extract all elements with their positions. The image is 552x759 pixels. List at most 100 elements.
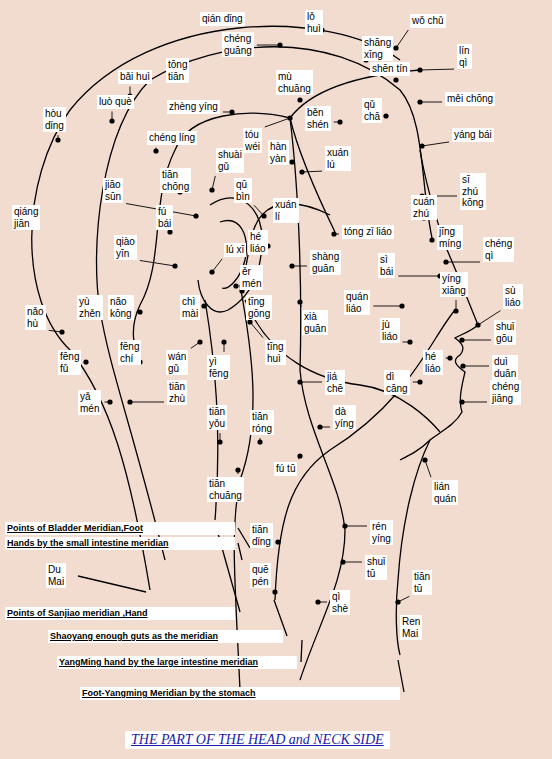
acupoint-dot: [393, 77, 398, 82]
acupoint-dot: [459, 399, 464, 404]
point-name: Ren Mai: [402, 616, 420, 639]
acupoint-dot: [55, 137, 60, 142]
point-label: tiān róng: [250, 410, 274, 435]
acupoint-dot: [83, 359, 88, 364]
point-label: tīng huì: [265, 340, 286, 365]
point-name: qǔ chā: [364, 99, 380, 122]
point-label: yù zhěn: [77, 295, 103, 320]
leader-line: [345, 562, 362, 563]
bladder-meridian: [97, 47, 432, 560]
point-name: shēn tín: [372, 63, 408, 75]
leader-line: [223, 112, 230, 113]
leader-line: [251, 324, 263, 338]
leader-line: [212, 176, 215, 188]
point-name: tīng gōng: [248, 296, 270, 319]
point-name: fēng chí: [120, 341, 139, 364]
point-label: fú bái: [156, 205, 173, 230]
point-label: shuài gǔ: [216, 148, 244, 173]
point-label: lǒ huì: [305, 10, 323, 35]
acupoint-dot: [289, 159, 294, 164]
point-name: dà yíng: [335, 406, 354, 429]
leader-line: [213, 259, 222, 271]
meridian-label: Shaoyang enough guts as the meridian: [48, 630, 283, 643]
point-name: shuǐ tū: [367, 556, 385, 579]
leader-line: [464, 340, 491, 341]
point-label: Ren Mai: [400, 615, 422, 640]
point-label: dì cāng: [384, 370, 410, 395]
point-name: tiān chuāng: [209, 478, 242, 501]
acupoint-dot: [417, 67, 422, 72]
point-label: tiān yǒu: [207, 405, 227, 430]
point-label: chéng guāng: [222, 32, 254, 57]
point-name: tiān zhù: [169, 381, 185, 404]
point-label: qián dǐng: [200, 12, 245, 26]
point-name: sì bái: [380, 254, 393, 277]
acupoint-dot: [275, 539, 280, 544]
point-name: bǎi huì: [120, 71, 150, 83]
point-name: tiān tū: [414, 571, 430, 594]
point-label: qū bìn: [234, 178, 252, 203]
point-label: wán gǔ: [166, 350, 188, 375]
acupoint-dot: [137, 309, 142, 314]
point-name: tīng huì: [267, 341, 284, 364]
acupoint-dot: [127, 399, 132, 404]
acupoint-dot: [399, 303, 404, 308]
point-label: běn shén: [305, 106, 331, 131]
acupoint-dot: [383, 113, 388, 118]
point-name: chì mài: [182, 296, 198, 319]
point-label: jīng míng: [437, 225, 463, 250]
point-name: chéng guāng: [224, 33, 252, 56]
leader-line: [465, 366, 489, 367]
leader-line: [294, 266, 307, 267]
point-name: xià guān: [304, 311, 326, 334]
point-label: chéng líng: [147, 131, 197, 145]
point-label: chéng jiāng: [490, 380, 521, 405]
leader-line: [238, 543, 242, 560]
point-label: shuǐ tū: [365, 555, 387, 580]
point-label: yǎ mén: [78, 390, 101, 415]
leader-line: [140, 260, 173, 265]
acupoint-dot: [453, 308, 458, 313]
acupoint-dot: [297, 453, 302, 458]
point-label: shāng xīng: [362, 36, 393, 61]
point-name: nǎo kōng: [110, 296, 132, 319]
point-name: chéng qì: [485, 238, 512, 261]
acupoint-dot: [340, 559, 345, 564]
leader-line: [224, 344, 225, 352]
point-label: qiáng jiān: [12, 205, 40, 230]
point-label: hé liáo: [423, 350, 443, 375]
point-name: duì duān: [494, 356, 516, 379]
point-label: fú tū: [274, 462, 297, 476]
point-name: cuán zhú: [413, 196, 435, 219]
gallbladder-meridian: [133, 113, 290, 362]
acupoint-dot: [153, 148, 158, 153]
point-name: yì fēng: [209, 356, 228, 379]
leader-line: [191, 343, 199, 348]
point-name: xuán lí: [275, 199, 297, 222]
leader-line: [265, 119, 288, 127]
point-name: jiāo sūn: [105, 179, 121, 202]
point-name: quē pén: [252, 564, 269, 587]
leader-line: [132, 402, 164, 403]
point-name: rén yíng: [372, 521, 391, 544]
meridian-label: Points of Sanjiao meridian ,Hand: [5, 607, 235, 620]
acupoint-dot: [209, 187, 214, 192]
point-label: tóu wéi: [243, 128, 262, 153]
acupoint-dot: [299, 169, 304, 174]
point-label: hàn yàn: [268, 140, 289, 165]
point-name: lín qì: [459, 45, 470, 68]
point-label: lú xī: [224, 243, 246, 257]
diagram-title: THE PART OF THE HEAD and NECK SIDE: [125, 731, 390, 749]
acupoint-dot: [331, 231, 336, 236]
acupoint-dot: [209, 269, 214, 274]
leader-line: [373, 306, 400, 307]
point-label: qǔ chā: [362, 98, 382, 123]
point-label: tóng zǐ liáo: [342, 225, 394, 239]
point-label: zhèng yíng: [167, 100, 220, 114]
leader-line: [448, 262, 480, 263]
point-name: qiáng jiān: [14, 206, 38, 229]
point-label: xià guān: [302, 310, 328, 335]
point-name: jīng míng: [439, 226, 461, 249]
point-label: hé liáo: [248, 230, 268, 255]
acupoint-dot: [297, 379, 302, 384]
